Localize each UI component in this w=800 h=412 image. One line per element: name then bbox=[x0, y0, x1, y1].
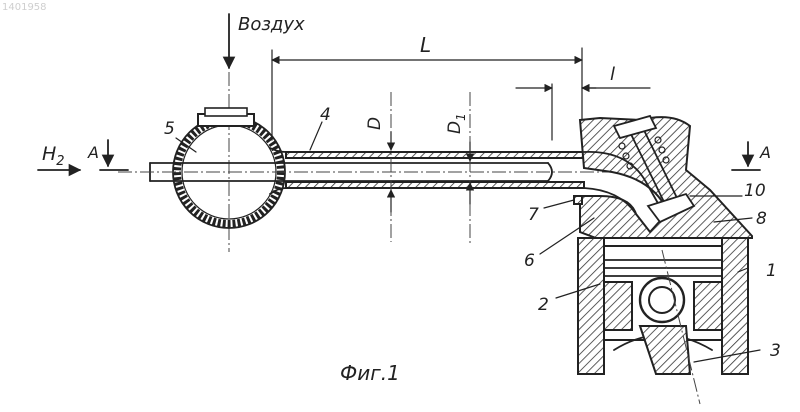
dimension-L bbox=[272, 48, 582, 140]
diameter-D-label: D bbox=[365, 117, 385, 130]
part-3: 3 bbox=[770, 341, 781, 361]
part-5: 5 bbox=[164, 119, 175, 139]
h2-label: H2 bbox=[42, 143, 65, 169]
dimension-L-label: L bbox=[420, 33, 431, 57]
watermark-text: 1401958 bbox=[2, 2, 47, 13]
part-10: 10 bbox=[744, 181, 766, 201]
part-1: 1 bbox=[766, 261, 777, 281]
h2-label-sub: 2 bbox=[56, 154, 64, 169]
section-a-left-label: A bbox=[87, 143, 99, 162]
section-a-right-label: A bbox=[759, 143, 771, 162]
diameter-D1-main: D bbox=[445, 121, 465, 134]
air-label: Воздух bbox=[238, 14, 305, 35]
part-7: 7 bbox=[528, 205, 539, 225]
part-2: 2 bbox=[538, 295, 549, 315]
part-4: 4 bbox=[320, 105, 331, 125]
diameter-D1-sub: 1 bbox=[454, 113, 468, 121]
h2-label-main: H bbox=[42, 143, 56, 165]
part-6: 6 bbox=[524, 251, 535, 271]
part-8: 8 bbox=[756, 209, 767, 229]
intake-pipe-4 bbox=[270, 148, 584, 194]
connecting-rod-3 bbox=[640, 326, 690, 374]
diameter-D1-label: D1 bbox=[445, 113, 468, 134]
section-a-right bbox=[732, 142, 760, 170]
figure-caption: Фиг.1 bbox=[340, 361, 400, 385]
section-a-left bbox=[100, 140, 128, 170]
dimension-l-label: l bbox=[610, 64, 615, 85]
seal-7 bbox=[574, 196, 582, 204]
